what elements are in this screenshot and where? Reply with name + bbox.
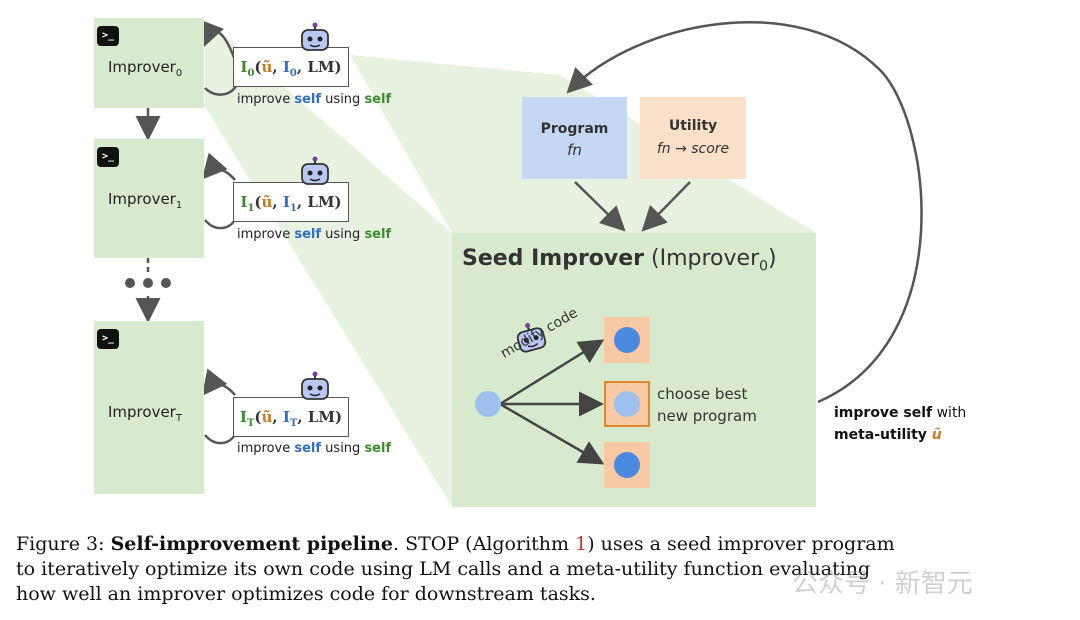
figure-caption: Figure 3: Self-improvement pipeline. STO…: [16, 533, 895, 605]
arrow-utility-to-seed: [641, 181, 691, 232]
self-loop-0: [200, 19, 237, 61]
seed-program-dot: [475, 391, 501, 417]
arrow-program-to-seed: [574, 181, 626, 232]
improver-T-label: ImproverT: [108, 403, 182, 424]
improver-T-caption: improve self using self: [237, 441, 392, 456]
self-loop-0b: [204, 85, 238, 96]
utility-subtitle: fn → score: [656, 141, 730, 157]
seed-fan-arrows: [499, 339, 605, 465]
robot-icon: [301, 22, 329, 51]
improver-T-box: [94, 321, 204, 494]
terminal-icon: >_: [97, 147, 119, 167]
improver-0-label: Improver0: [108, 58, 183, 79]
meta-utility-label: improve self with meta-utility ũ: [834, 405, 967, 443]
robot-icon: [516, 322, 547, 353]
seed-improver-title: Seed Improver (Improver0): [462, 246, 777, 275]
improver-T-formula: IT(ũ, IT, LM): [233, 397, 349, 437]
improver-1-caption: improve self using self: [237, 227, 392, 242]
stop-pipeline-diagram: >_ Improver0 I0(ũ, I0, LM) improve self …: [94, 18, 967, 507]
candidate-program-best: [604, 381, 650, 427]
meta-loop: [566, 21, 923, 404]
utility-title: Utility: [668, 118, 718, 134]
program-box: Program fn: [522, 97, 627, 179]
improver-1-label: Improver1: [108, 190, 183, 211]
robot-icon: [301, 371, 329, 400]
self-loop-1: [201, 152, 236, 181]
choose-best-label: choose best new program: [657, 385, 757, 425]
candidate-program: [604, 442, 650, 488]
robot-icon: [301, 156, 329, 185]
program-title: Program: [540, 121, 609, 137]
watermark: 公众号 · 新智元: [792, 569, 973, 599]
improver-0-formula: I0(ũ, I0, LM): [233, 47, 349, 87]
algorithm-ref-link[interactable]: 1: [575, 533, 588, 555]
candidate-program: [604, 317, 650, 363]
terminal-icon: >_: [97, 329, 119, 349]
ellipsis-dots: [125, 278, 171, 288]
self-loop-T: [201, 368, 236, 396]
improver-0-caption: improve self using self: [237, 92, 392, 107]
zoom-trapezoid: [205, 18, 452, 507]
utility-box: Utility fn → score: [640, 97, 746, 179]
program-subtitle: fn: [567, 141, 582, 159]
terminal-icon: >_: [97, 26, 119, 46]
improver-1-formula: I1(ũ, I1, LM): [233, 182, 349, 222]
